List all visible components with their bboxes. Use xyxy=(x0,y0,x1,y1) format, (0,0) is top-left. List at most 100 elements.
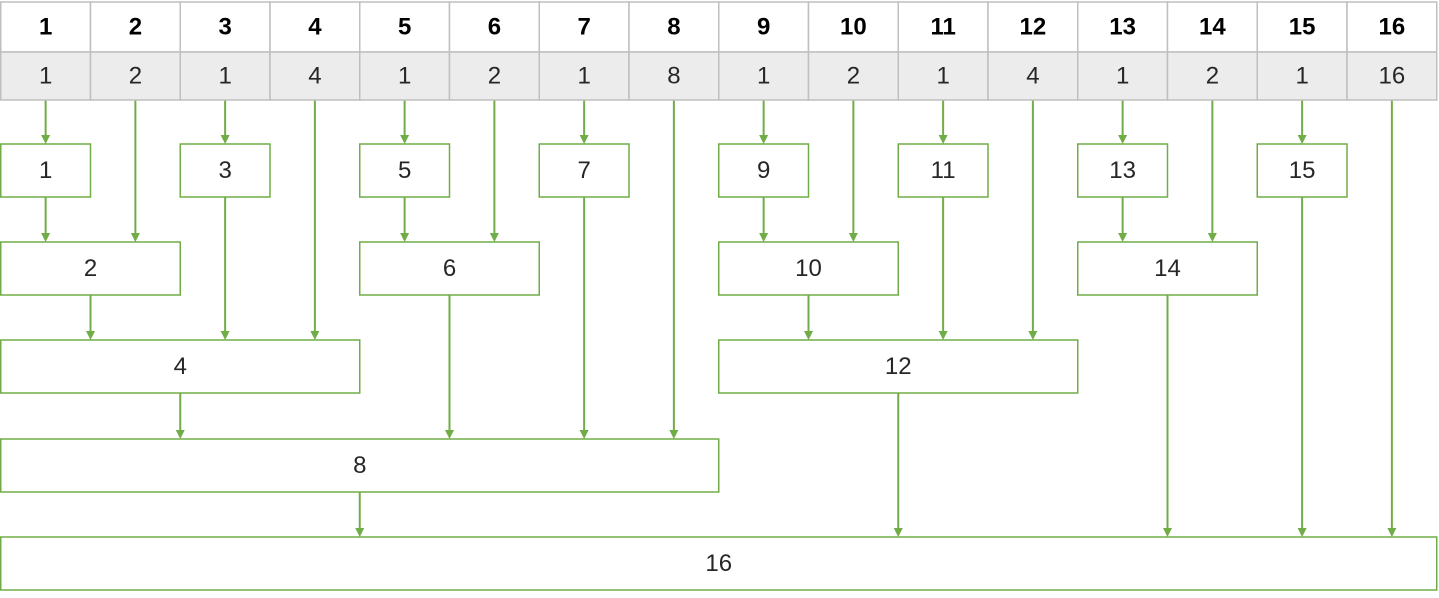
arrowhead-icon xyxy=(86,331,95,340)
index-header-label: 5 xyxy=(398,13,411,40)
index-header-label: 1 xyxy=(39,13,52,40)
arrowhead-icon xyxy=(220,331,230,340)
tree-node-box xyxy=(0,339,361,394)
arrowhead-icon xyxy=(669,430,679,439)
arrowhead-icon xyxy=(175,430,185,439)
tree-node-label: 10 xyxy=(795,255,822,282)
index-header-label: 2 xyxy=(129,13,142,40)
edges-layer xyxy=(41,100,1397,537)
tree-node-label: 13 xyxy=(1109,157,1136,184)
tree-node-box xyxy=(538,143,630,198)
lowbit-value-label: 1 xyxy=(577,62,590,89)
tree-node-label: 4 xyxy=(174,353,187,380)
index-header-label: 8 xyxy=(667,13,680,40)
index-header-cell xyxy=(1346,1,1438,53)
lowbit-value-cell xyxy=(359,51,451,101)
index-header-cell xyxy=(0,1,92,53)
arrowhead-icon xyxy=(759,135,769,144)
lowbit-value-cell xyxy=(0,51,92,101)
lowbit-value-cell xyxy=(807,51,899,101)
arrowhead-icon xyxy=(579,135,589,144)
arrowhead-icon xyxy=(310,331,320,340)
index-header-label: 16 xyxy=(1379,13,1406,40)
lowbit-value-cell xyxy=(987,51,1079,101)
arrowhead-icon xyxy=(400,135,410,144)
arrowhead-icon xyxy=(41,233,51,242)
lowbit-value-label: 4 xyxy=(308,62,321,89)
lowbit-value-label: 8 xyxy=(667,62,680,89)
lowbit-value-label: 2 xyxy=(847,62,860,89)
tree-node-box xyxy=(1077,143,1169,198)
tree-node-label: 2 xyxy=(84,255,97,282)
lowbit-value-label: 2 xyxy=(488,62,501,89)
tree-node-box xyxy=(0,143,92,198)
arrowhead-icon xyxy=(893,528,903,537)
tree-node-box xyxy=(179,143,271,198)
lowbit-value-cell xyxy=(89,51,181,101)
index-header-label: 6 xyxy=(488,13,501,40)
arrowhead-icon xyxy=(759,233,769,242)
index-header-cell xyxy=(718,1,810,53)
tree-node-label: 8 xyxy=(353,452,366,479)
arrowhead-icon xyxy=(489,233,499,242)
arrowhead-icon xyxy=(1118,135,1128,144)
index-header-label: 15 xyxy=(1289,13,1316,40)
tree-node-box xyxy=(359,143,451,198)
tree-node-label: 9 xyxy=(757,157,770,184)
tree-node-box xyxy=(0,438,720,493)
tree-node-label: 14 xyxy=(1154,255,1181,282)
index-header-cell xyxy=(89,1,181,53)
tree-node-box xyxy=(718,143,810,198)
lowbit-value-cell xyxy=(538,51,630,101)
index-header-cell xyxy=(628,1,720,53)
index-header-label: 12 xyxy=(1020,13,1047,40)
tree-node-box xyxy=(1077,241,1258,296)
tree-node-label: 3 xyxy=(218,157,231,184)
lowbit-value-label: 1 xyxy=(398,62,411,89)
index-header-cell xyxy=(179,1,271,53)
index-header-cell xyxy=(1077,1,1169,53)
arrowhead-icon xyxy=(938,135,948,144)
tree-node-label: 6 xyxy=(443,255,456,282)
lowbit-value-label: 4 xyxy=(1026,62,1039,89)
index-header-cell xyxy=(987,1,1079,53)
tree-node-label: 1 xyxy=(39,157,52,184)
index-header-cell xyxy=(448,1,540,53)
arrowhead-icon xyxy=(938,331,948,340)
lowbit-value-label: 1 xyxy=(1116,62,1129,89)
tree-node-label: 16 xyxy=(705,550,732,577)
index-header-label: 11 xyxy=(930,13,955,40)
arrowhead-icon xyxy=(1028,331,1038,340)
lowbit-value-label: 1 xyxy=(936,62,949,89)
tree-node-label: 7 xyxy=(577,157,590,184)
lowbit-value-label: 2 xyxy=(1206,62,1219,89)
lowbit-value-cell xyxy=(718,51,810,101)
arrowhead-icon xyxy=(1163,528,1172,537)
index-header-label: 14 xyxy=(1199,13,1226,40)
arrowhead-icon xyxy=(41,135,51,144)
tree-node-label: 15 xyxy=(1289,157,1316,184)
arrowhead-icon xyxy=(130,233,140,242)
index-header-label: 3 xyxy=(218,13,231,40)
tree-node-label: 5 xyxy=(398,157,411,184)
arrowhead-icon xyxy=(1297,528,1307,537)
arrowhead-icon xyxy=(1297,135,1307,144)
arrowhead-icon xyxy=(804,331,813,340)
lowbit-value-label: 2 xyxy=(129,62,142,89)
arrowhead-icon xyxy=(400,233,410,242)
index-header-label: 10 xyxy=(840,13,867,40)
tree-node-label: 12 xyxy=(885,353,912,380)
tree-node-box xyxy=(359,241,540,296)
tree-node-box xyxy=(718,339,1079,394)
tree-node-box xyxy=(897,143,989,198)
tree-node-label: 11 xyxy=(931,157,956,184)
index-header-label: 7 xyxy=(577,13,590,40)
arrowhead-icon xyxy=(579,430,589,439)
lowbit-value-label: 16 xyxy=(1379,62,1406,89)
lowbit-value-label: 1 xyxy=(1295,62,1308,89)
lowbit-value-cell xyxy=(1077,51,1169,101)
arrowhead-icon xyxy=(1387,528,1397,537)
